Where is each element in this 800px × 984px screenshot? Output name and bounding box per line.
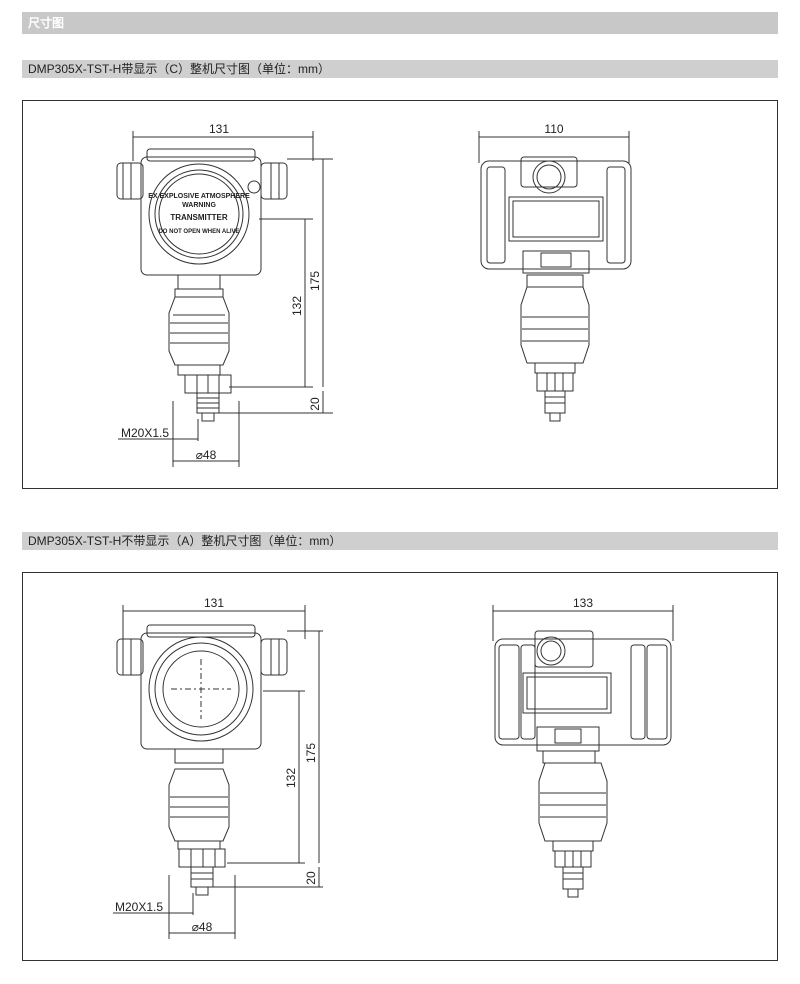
front-dimensions-1 xyxy=(118,131,333,467)
dim-front-width-2: 131 xyxy=(204,596,224,610)
dim-thread-2: M20X1.5 xyxy=(115,900,163,914)
dim-height-fitting-2: 20 xyxy=(304,871,318,885)
dim-height-body-2: 132 xyxy=(284,768,298,788)
side-view-2 xyxy=(492,605,674,898)
drawing-1-svg: EX EXPLOSIVE ATMOSPHERE WARNING TRANSMIT… xyxy=(116,122,632,467)
front-view-1 xyxy=(116,148,288,422)
cover-text-4: DO NOT OPEN WHEN ALIVE xyxy=(158,229,239,235)
side-view-1 xyxy=(478,131,632,422)
dim-height-fitting-1: 20 xyxy=(308,397,322,411)
front-dimensions-2 xyxy=(113,605,323,939)
cover-text-1: EX EXPLOSIVE ATMOSPHERE xyxy=(148,193,250,200)
dim-diameter-1: ⌀48 xyxy=(196,448,217,462)
cover-text-3: TRANSMITTER xyxy=(170,213,228,222)
cover-text-2: WARNING xyxy=(182,202,216,209)
dim-diameter-2: ⌀48 xyxy=(192,920,213,934)
front-view-2 xyxy=(116,624,288,896)
drawing-2-panel: 131 132 175 20 M20X1.5 ⌀48 xyxy=(22,572,778,961)
drawing-2-title: DMP305X-TST-H不带显示（A）整机尺寸图（单位：mm） xyxy=(22,532,778,550)
drawing-1-title: DMP305X-TST-H带显示（C）整机尺寸图（单位：mm） xyxy=(22,60,778,78)
dim-side-width-1: 110 xyxy=(544,122,563,136)
dim-front-width-1: 131 xyxy=(209,122,229,136)
dim-height-total-2: 175 xyxy=(304,743,318,763)
dim-height-total-1: 175 xyxy=(308,271,322,291)
dim-side-width-2: 133 xyxy=(573,596,593,610)
dim-thread-1: M20X1.5 xyxy=(121,426,169,440)
dim-height-body-1: 132 xyxy=(290,296,304,316)
section-title: 尺寸图 xyxy=(22,12,778,34)
drawing-1-panel: EX EXPLOSIVE ATMOSPHERE WARNING TRANSMIT… xyxy=(22,100,778,489)
drawing-2-svg: 131 132 175 20 M20X1.5 ⌀48 xyxy=(113,596,674,939)
